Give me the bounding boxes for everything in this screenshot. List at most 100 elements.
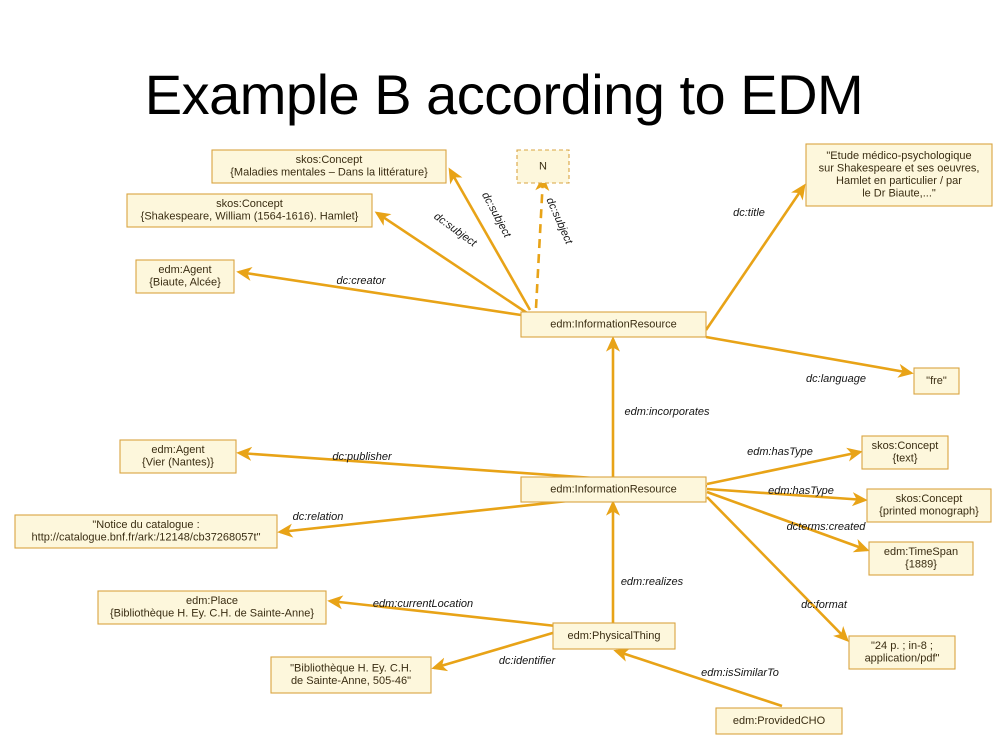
literal-bibliotheque-identifier[interactable]: "Bibliothèque H. Ey. C.H.de Sainte-Anne,… <box>270 656 432 694</box>
edm-agent-biaute-alcee-box <box>135 259 235 294</box>
edm-place-bibliotheque-sainte-anne-box <box>97 590 327 625</box>
edm-information-resource-upper[interactable]: edm:InformationResource <box>520 311 707 338</box>
skos-concept-maladies-mentales-line-1: {Maladies mentales – Dans la littérature… <box>230 167 428 179</box>
edm-physical-thing-box <box>552 622 676 650</box>
edm-agent-biaute-alcee-line-0: edm:Agent <box>158 264 211 276</box>
skos-concept-shakespeare-hamlet[interactable]: skos:Concept{Shakespeare, William (1564-… <box>126 193 373 228</box>
edge-edm-issimilarto <box>613 648 783 708</box>
literal-format-24p[interactable]: "24 p. ; in-8 ;application/pdf" <box>848 635 956 670</box>
skos-concept-text-line-0: skos:Concept <box>872 440 939 452</box>
edm-agent-biaute-alcee-line-1: {Biaute, Alcée} <box>149 277 221 289</box>
literal-bibliotheque-identifier-line-1: de Sainte-Anne, 505-46" <box>291 675 411 687</box>
node-n[interactable]: N <box>516 149 570 184</box>
edge-dc-format-label: dc:format <box>801 599 848 611</box>
nodes-layer: skos:Concept{Maladies mentales – Dans la… <box>14 143 993 735</box>
literal-etude-medico-psychologique-box <box>805 143 993 207</box>
literal-language-fre-line-0: "fre" <box>926 375 947 387</box>
edm-timespan-1889-box <box>868 541 974 576</box>
edm-physical-thing-line-0: edm:PhysicalThing <box>568 630 661 642</box>
edge-dc-creator-label: dc:creator <box>337 275 387 287</box>
edm-information-resource-upper-box <box>520 311 707 338</box>
edge-dc-identifier <box>431 630 557 672</box>
edm-agent-vier-nantes-line-1: {Vier (Nantes)} <box>142 457 214 469</box>
edge-edm-hastype-monograph-label: edm:hasType <box>768 485 834 497</box>
edge-edm-currentlocation-label: edm:currentLocation <box>373 598 473 610</box>
skos-concept-maladies-mentales-line-0: skos:Concept <box>296 154 363 166</box>
edm-timespan-1889[interactable]: edm:TimeSpan{1889} <box>868 541 974 576</box>
node-n-box <box>516 149 570 184</box>
edge-dc-creator <box>236 266 522 317</box>
literal-etude-medico-psychologique-line-2: Hamlet en particulier / par <box>836 175 962 187</box>
literal-notice-du-catalogue[interactable]: "Notice du catalogue :http://catalogue.b… <box>14 514 278 549</box>
literal-etude-medico-psychologique-line-3: le Dr Biaute,..." <box>862 188 936 200</box>
literal-format-24p-line-1: application/pdf" <box>865 653 940 665</box>
edm-agent-biaute-alcee[interactable]: edm:Agent{Biaute, Alcée} <box>135 259 235 294</box>
edge-edm-hastype-text <box>706 447 863 486</box>
literal-notice-du-catalogue-box <box>14 514 278 549</box>
skos-concept-text-line-1: {text} <box>892 453 917 465</box>
node-n-line-0: N <box>539 160 547 172</box>
edm-information-resource-lower-box <box>520 476 707 503</box>
edge-dc-language <box>705 335 914 378</box>
literal-notice-du-catalogue-line-1: http://catalogue.bnf.fr/ark:/12148/cb372… <box>32 532 261 544</box>
edge-dc-subject-maladies <box>448 167 532 311</box>
skos-concept-text-box <box>861 435 949 470</box>
edge-dc-subject-n-label: dc:subject <box>544 196 575 247</box>
literal-etude-medico-psychologique-line-1: sur Shakespeare et ses oeuvres, <box>819 163 980 175</box>
edge-dc-title <box>704 183 806 331</box>
edge-dc-format <box>706 496 849 643</box>
edge-dc-subject-n <box>534 175 550 309</box>
edge-edm-currentlocation <box>327 595 557 628</box>
edge-dcterms-created-label: dcterms:created <box>787 521 867 533</box>
edm-place-bibliotheque-sainte-anne-line-0: edm:Place <box>186 595 238 607</box>
skos-concept-text[interactable]: skos:Concept{text} <box>861 435 949 470</box>
skos-concept-printed-monograph-line-0: skos:Concept <box>896 493 963 505</box>
edge-edm-realizes-label: edm:realizes <box>621 576 684 588</box>
edm-agent-vier-nantes-box <box>119 439 237 474</box>
skos-concept-shakespeare-hamlet-line-1: {Shakespeare, William (1564-1616). Hamle… <box>141 211 359 223</box>
edm-information-resource-lower[interactable]: edm:InformationResource <box>520 476 707 503</box>
page-title: Example B according to EDM <box>144 63 864 126</box>
skos-concept-printed-monograph[interactable]: skos:Concept{printed monograph} <box>866 488 992 523</box>
edge-dc-relation-label: dc:relation <box>293 511 344 523</box>
edm-place-bibliotheque-sainte-anne[interactable]: edm:Place{Bibliothèque H. Ey. C.H. de Sa… <box>97 590 327 625</box>
edm-timespan-1889-line-1: {1889} <box>905 559 937 571</box>
edm-information-resource-lower-line-0: edm:InformationResource <box>550 483 677 495</box>
edge-dc-subject-maladies-label: dc:subject <box>479 190 513 240</box>
edm-agent-vier-nantes[interactable]: edm:Agent{Vier (Nantes)} <box>119 439 237 474</box>
literal-language-fre[interactable]: "fre" <box>913 367 960 395</box>
literal-etude-medico-psychologique-line-0: "Etude médico-psychologique <box>826 150 971 162</box>
edge-dc-title-label: dc:title <box>733 207 765 219</box>
edge-dc-language-label: dc:language <box>806 373 866 385</box>
skos-concept-printed-monograph-line-1: {printed monograph} <box>879 506 979 518</box>
edm-information-resource-upper-line-0: edm:InformationResource <box>550 318 677 330</box>
edm-place-bibliotheque-sainte-anne-line-1: {Bibliothèque H. Ey. C.H. de Sainte-Anne… <box>110 608 314 620</box>
edge-edm-issimilarto-label: edm:isSimilarTo <box>701 667 779 679</box>
edge-dc-subject-shakespeare-label: dc:subject <box>431 211 479 250</box>
edge-edm-incorporates-label: edm:incorporates <box>625 406 710 418</box>
literal-format-24p-box <box>848 635 956 670</box>
edge-edm-hastype-text-label: edm:hasType <box>747 446 813 458</box>
literal-bibliotheque-identifier-box <box>270 656 432 694</box>
edm-provided-cho-box <box>715 707 843 735</box>
edge-dc-publisher-label: dc:publisher <box>332 451 393 463</box>
skos-concept-maladies-mentales[interactable]: skos:Concept{Maladies mentales – Dans la… <box>211 149 447 184</box>
edm-physical-thing[interactable]: edm:PhysicalThing <box>552 622 676 650</box>
edge-edm-hastype-monograph <box>706 487 868 507</box>
edm-provided-cho[interactable]: edm:ProvidedCHO <box>715 707 843 735</box>
literal-notice-du-catalogue-line-0: "Notice du catalogue : <box>92 519 199 531</box>
edge-dc-identifier-label: dc:identifier <box>499 655 557 667</box>
literal-language-fre-box <box>913 367 960 395</box>
skos-concept-maladies-mentales-box <box>211 149 447 184</box>
edm-agent-vier-nantes-line-0: edm:Agent <box>151 444 204 456</box>
literal-format-24p-line-0: "24 p. ; in-8 ; <box>871 640 933 652</box>
skos-concept-shakespeare-hamlet-box <box>126 193 373 228</box>
literal-bibliotheque-identifier-line-0: "Bibliothèque H. Ey. C.H. <box>290 663 412 675</box>
edge-dc-subject-shakespeare <box>374 211 528 315</box>
edm-timespan-1889-line-0: edm:TimeSpan <box>884 546 958 558</box>
skos-concept-printed-monograph-box <box>866 488 992 523</box>
